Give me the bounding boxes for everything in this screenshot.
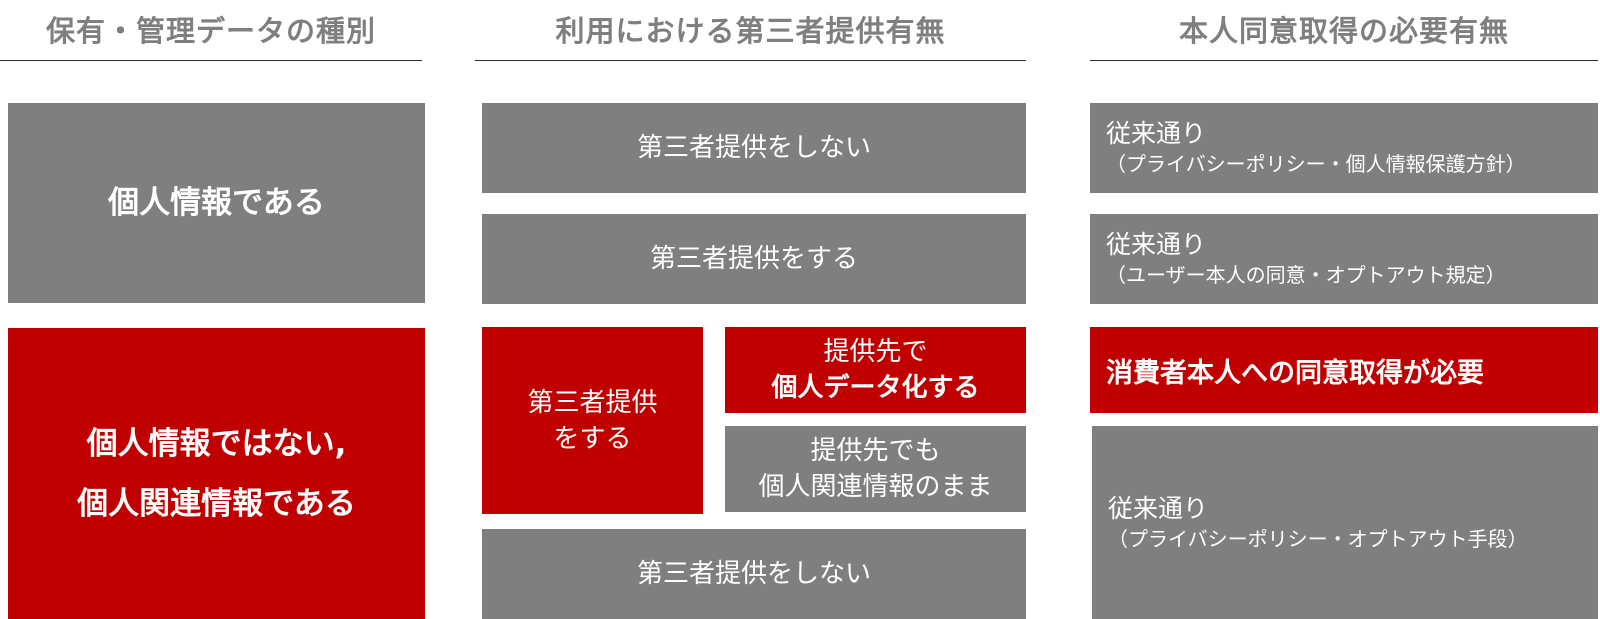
provision-related-provide: 第三者提供 をする (482, 327, 703, 514)
data-type-personal-related-info: 個人情報ではない, 個人関連情報である (8, 328, 425, 619)
consent-row-4-title: 従来通り (1108, 493, 1209, 523)
consent-row-4: 従来通り （プライバシーポリシー・オプトアウト手段） (1092, 426, 1598, 619)
provision-pi-provide-label: 第三者提供をする (649, 244, 858, 274)
header-consent-required: 本人同意取得の必要有無 (1178, 14, 1509, 48)
data-type-personal-info: 個人情報である (8, 103, 425, 303)
data-type-personal-info-label: 個人情報である (108, 185, 325, 221)
provision-recipient-related-line2: 個人関連情報のまま (758, 472, 993, 502)
provision-related-provide-line1: 第三者提供 (527, 387, 658, 418)
consent-row-2-title: 従来通り (1106, 230, 1207, 259)
header-rule-consent-required (1090, 60, 1598, 61)
header-data-type: 保有・管理データの種別 (45, 14, 376, 48)
data-type-personal-related-label: 個人関連情報である (77, 485, 356, 522)
consent-row-4-note: （プライバシーポリシー・オプトアウト手段） (1108, 526, 1528, 551)
provision-recipient-related-line1: 提供先でも (810, 436, 941, 466)
provision-recipient-personal-data: 提供先で 個人データ化する (725, 327, 1026, 413)
consent-row-2: 従来通り （ユーザー本人の同意・オプトアウト規定） (1090, 214, 1598, 304)
provision-pi-provide: 第三者提供をする (482, 214, 1026, 304)
provision-recipient-related-info: 提供先でも 個人関連情報のまま (725, 426, 1026, 512)
header-rule-third-party-provision (475, 60, 1026, 61)
provision-related-provide-line2: をする (553, 423, 632, 454)
consent-row-1-title: 従来通り (1106, 119, 1207, 148)
header-third-party-provision: 利用における第三者提供有無 (555, 14, 946, 48)
data-type-not-personal-label: 個人情報ではない, (86, 425, 347, 462)
provision-related-no-provide: 第三者提供をしない (482, 529, 1026, 619)
provision-related-no-provide-label: 第三者提供をしない (636, 559, 871, 589)
consent-row-3-title: 消費者本人への同意取得が必要 (1106, 357, 1484, 389)
provision-recipient-personal-line2: 個人データ化する (771, 373, 980, 403)
provision-pi-no-provide-label: 第三者提供をしない (636, 133, 871, 163)
provision-pi-no-provide: 第三者提供をしない (482, 103, 1026, 193)
consent-row-1-note: （プライバシーポリシー・個人情報保護方針） (1106, 152, 1526, 176)
provision-recipient-personal-line1: 提供先で (823, 337, 928, 367)
consent-row-1: 従来通り （プライバシーポリシー・個人情報保護方針） (1090, 103, 1598, 193)
consent-row-3-required: 消費者本人への同意取得が必要 (1090, 327, 1598, 413)
header-rule-data-type (0, 60, 422, 61)
consent-row-2-note: （ユーザー本人の同意・オプトアウト規定） (1106, 263, 1506, 287)
